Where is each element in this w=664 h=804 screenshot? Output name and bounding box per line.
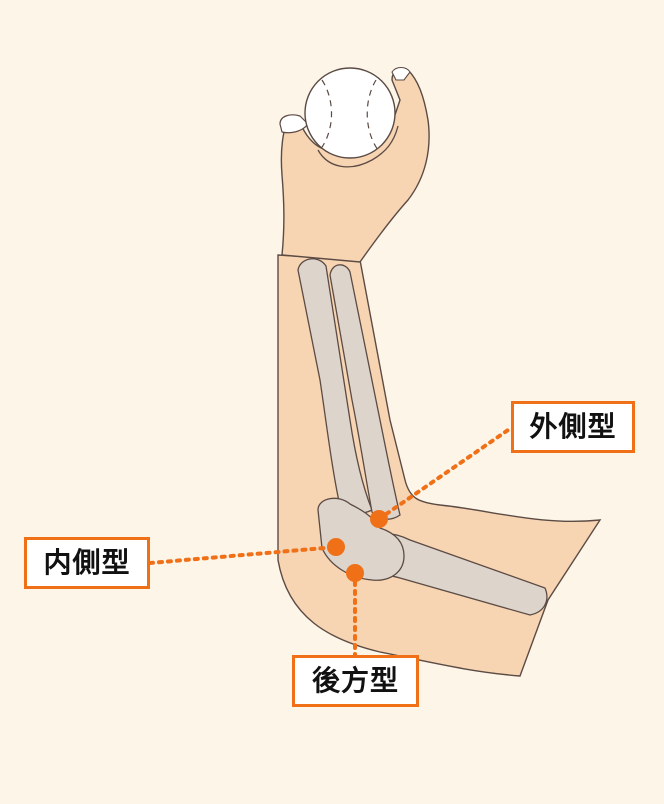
dot-posterior bbox=[346, 564, 364, 582]
baseball bbox=[304, 67, 396, 159]
label-posterior-type: 後方型 bbox=[292, 655, 419, 707]
dot-lateral bbox=[370, 510, 388, 528]
fingernail bbox=[391, 66, 411, 81]
label-medial-type: 内側型 bbox=[24, 537, 150, 589]
ulna-bone bbox=[329, 264, 401, 520]
label-lateral-type: 外側型 bbox=[511, 401, 635, 453]
baseball-seam-left bbox=[319, 79, 333, 151]
leader-lateral bbox=[377, 426, 513, 521]
dot-medial bbox=[327, 538, 345, 556]
finger-curl bbox=[317, 125, 399, 168]
leader-medial bbox=[148, 545, 338, 565]
baseball-seam-right bbox=[366, 79, 379, 151]
